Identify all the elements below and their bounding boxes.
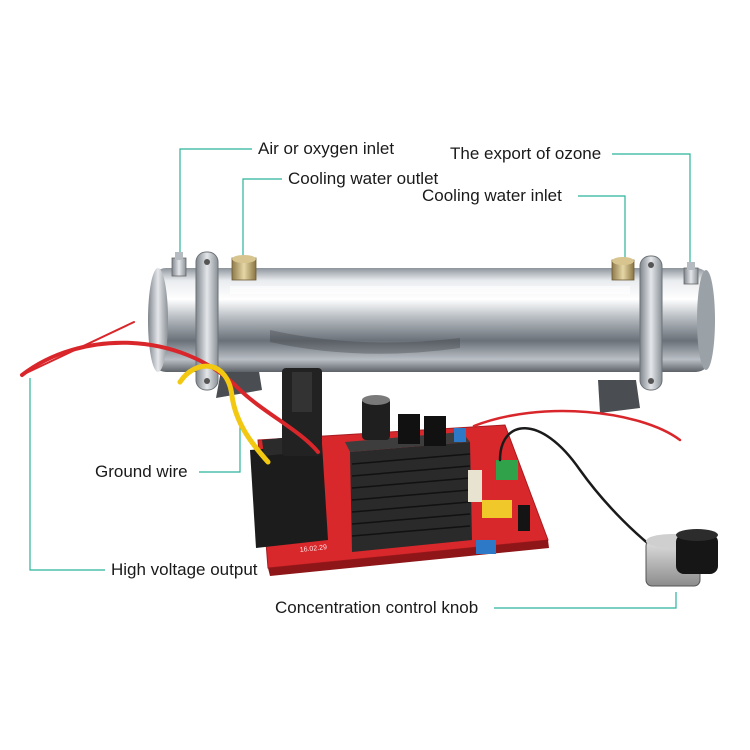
label-ozone-export: The export of ozone bbox=[450, 144, 602, 163]
fitting-cooling-inlet bbox=[611, 257, 635, 281]
label-knob: Concentration control knob bbox=[275, 598, 479, 617]
knob-cable-black bbox=[498, 427, 672, 562]
wires bbox=[20, 321, 682, 562]
concentration-knob bbox=[645, 529, 718, 587]
label-cooling-outlet: Cooling water outlet bbox=[288, 169, 439, 188]
label-ground-wire: Ground wire bbox=[95, 462, 188, 481]
leader-ozone-export bbox=[612, 153, 691, 272]
leader-knob bbox=[494, 592, 677, 609]
yellow-wire bbox=[177, 363, 271, 465]
heatsink bbox=[345, 432, 472, 552]
label-air-inlet: Air or oxygen inlet bbox=[258, 139, 395, 158]
label-cooling-inlet: Cooling water inlet bbox=[422, 186, 562, 205]
leader-cooling-outlet bbox=[242, 178, 282, 258]
leader-air-inlet bbox=[179, 148, 252, 258]
leader-hv-output bbox=[29, 378, 105, 571]
leader-lines bbox=[29, 148, 691, 609]
board-marking: 16.02.29 bbox=[299, 544, 327, 554]
leader-ground-wire bbox=[199, 418, 241, 473]
fitting-air-inlet bbox=[171, 252, 187, 277]
mounting-feet bbox=[216, 365, 640, 413]
leader-cooling-inlet bbox=[578, 195, 626, 260]
fitting-cooling-outlet bbox=[231, 255, 257, 281]
knob-cable-red bbox=[472, 409, 682, 442]
components bbox=[362, 395, 530, 554]
fitting-ozone-export bbox=[683, 262, 699, 285]
label-hv-output: High voltage output bbox=[111, 560, 258, 579]
hv-transformer bbox=[250, 368, 328, 548]
